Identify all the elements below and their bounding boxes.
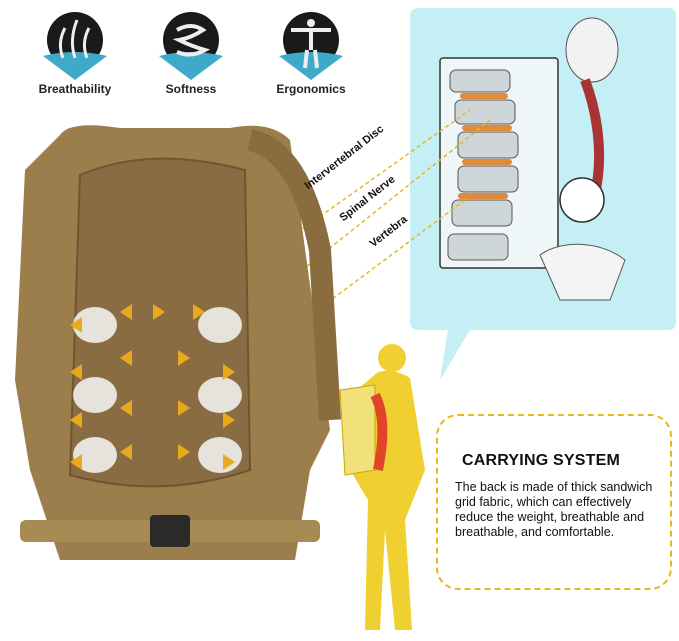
breathability-icon: [43, 12, 107, 80]
feature-ergonomics: Ergonomics: [256, 8, 366, 96]
carrying-system-box: CARRYING SYSTEM The back is made of thic…: [436, 414, 672, 590]
feature-softness: Softness: [136, 8, 246, 96]
feature-breathability: Breathability: [20, 8, 130, 96]
ergonomics-icon: [279, 12, 343, 80]
softness-icon: [159, 12, 223, 80]
info-body: The back is made of thick sandwich grid …: [455, 480, 653, 539]
feature-label: Breathability: [38, 82, 112, 96]
feature-label: Softness: [165, 82, 217, 96]
feature-label: Ergonomics: [276, 82, 346, 96]
info-title: CARRYING SYSTEM: [462, 452, 620, 469]
